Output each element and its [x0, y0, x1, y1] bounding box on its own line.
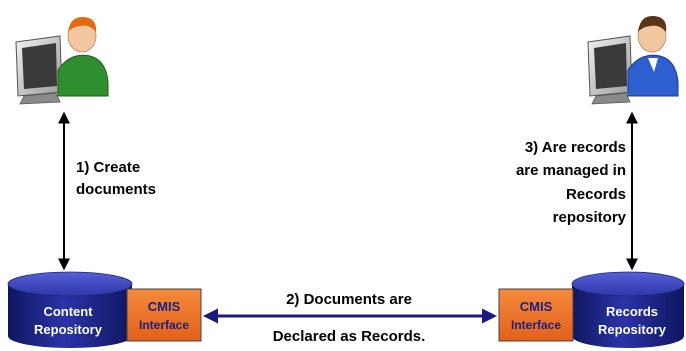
cmis-interface-right: CMIS Interface [498, 288, 574, 342]
cmis-interface-left: CMIS Interface [126, 288, 202, 342]
cmis-right-line1: CMIS [520, 299, 553, 314]
step3-line3: Records [566, 186, 626, 203]
step3-line1: 3) Are records [525, 139, 626, 156]
records-repository-line1: Records [606, 304, 658, 319]
step1-line1: 1) Create [76, 159, 140, 176]
step3-line2: are managed in [516, 162, 626, 179]
records-repository-line2: Repository [598, 322, 667, 337]
cmis-left-line2: Interface [139, 318, 189, 332]
step2-line1: 2) Documents are [286, 291, 412, 308]
cmis-right-line2: Interface [511, 318, 561, 332]
cmis-left-line1: CMIS [148, 299, 181, 314]
records-repository: Records Repository [571, 271, 685, 348]
user-right-icon [587, 15, 679, 105]
step3-line4: repository [553, 209, 627, 226]
content-repository-line1: Content [43, 304, 93, 319]
step2-line2: Declared as Records. [273, 328, 426, 345]
content-repository-line2: Repository [34, 322, 103, 337]
content-repository: Content Repository [7, 271, 133, 348]
user-left-icon [15, 16, 109, 105]
step1-line2: documents [76, 181, 156, 198]
